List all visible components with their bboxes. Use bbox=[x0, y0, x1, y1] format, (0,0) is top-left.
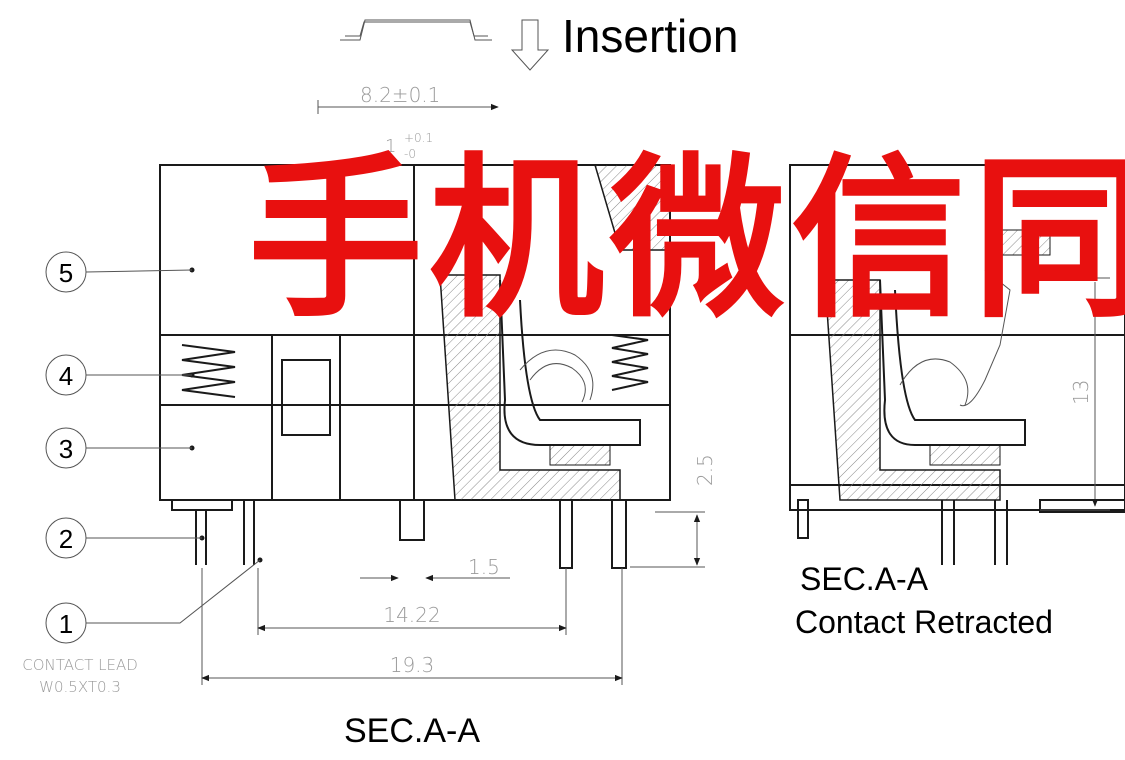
left-section-caption: SEC.A-A bbox=[344, 712, 480, 750]
callout-3: 3 bbox=[45, 427, 192, 469]
insertion-title: Insertion bbox=[562, 10, 738, 62]
insertion-arrow-icon bbox=[510, 19, 550, 71]
dim-pitch-span-label: 14.22 bbox=[383, 603, 440, 627]
callout-2-number: 2 bbox=[59, 524, 73, 554]
right-section-subtitle: Contact Retracted bbox=[795, 604, 1053, 640]
dimension-pin-length: 2.5 bbox=[630, 454, 717, 568]
contact-lead-size: W0.5XT0.3 bbox=[39, 678, 121, 696]
dim-overall-span-label: 19.3 bbox=[390, 653, 435, 677]
left-section-view bbox=[159, 164, 671, 569]
callout-1-number: 1 bbox=[59, 609, 73, 639]
dim-offset-tol-minus: -0 bbox=[404, 147, 416, 161]
callout-1: 1 bbox=[45, 559, 261, 644]
dim-pin-length-label: 2.5 bbox=[693, 454, 717, 486]
dimension-pin-gap: 1.5 bbox=[360, 555, 510, 582]
dimension-pitch-span: 14.22 bbox=[257, 568, 567, 635]
callout-3-number: 3 bbox=[59, 434, 73, 464]
dim-pin-gap-label: 1.5 bbox=[468, 555, 500, 579]
dimension-height-vertical: 13 bbox=[1040, 277, 1110, 511]
callout-4: 4 bbox=[45, 354, 192, 396]
dimension-overall-span: 19.3 bbox=[201, 568, 623, 685]
dim-offset-tol-plus: +0.1 bbox=[404, 131, 433, 145]
watermark-overlay: 手机微信同 bbox=[248, 137, 1125, 342]
dimension-width-top: 8.2±0.1 bbox=[317, 83, 499, 114]
callout-5-number: 5 bbox=[59, 258, 73, 288]
callout-5: 5 bbox=[45, 251, 193, 293]
callout-2: 2 bbox=[45, 517, 202, 559]
component-icon bbox=[340, 19, 492, 41]
right-section-view bbox=[789, 164, 1125, 565]
dim-height-vertical-label: 13 bbox=[1069, 380, 1093, 405]
contact-lead-note: CONTACT LEAD bbox=[22, 656, 138, 674]
callout-4-number: 4 bbox=[59, 361, 73, 391]
right-section-caption: SEC.A-A bbox=[800, 561, 929, 597]
dim-offset-base: 1 bbox=[385, 136, 396, 157]
dim-width-top-label: 8.2±0.1 bbox=[360, 83, 440, 107]
